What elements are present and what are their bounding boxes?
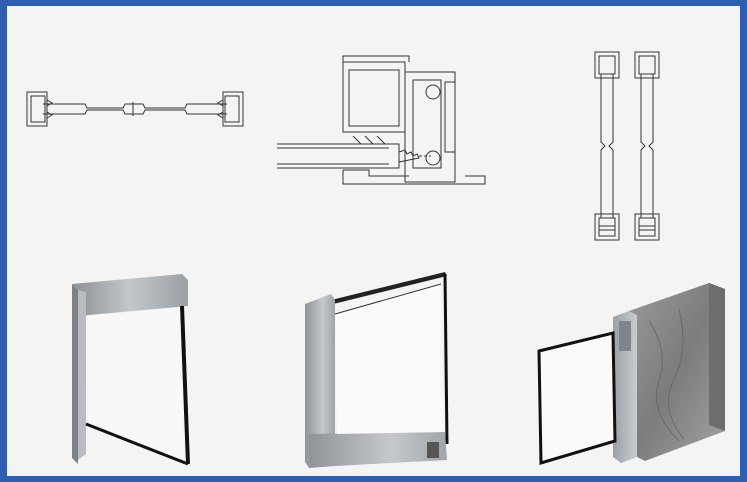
cross-section-vertical-drawing <box>585 46 677 246</box>
door-frame-joint-drawing <box>269 52 487 197</box>
aluminium-profile-icon <box>305 272 449 468</box>
profile-drawing-icon <box>594 51 660 241</box>
glass-panel-framed-render <box>295 264 455 474</box>
glass-panel-top-profile-render <box>62 264 202 474</box>
product-sheet <box>7 6 740 476</box>
aluminium-profile-icon <box>72 274 190 466</box>
cross-section-horizontal-drawing <box>25 84 245 134</box>
aluminium-profile-icon <box>537 283 725 466</box>
glass-panel-with-wood-door-render <box>529 281 729 471</box>
profile-drawing-icon <box>277 55 486 185</box>
profile-drawing-icon <box>26 91 244 127</box>
